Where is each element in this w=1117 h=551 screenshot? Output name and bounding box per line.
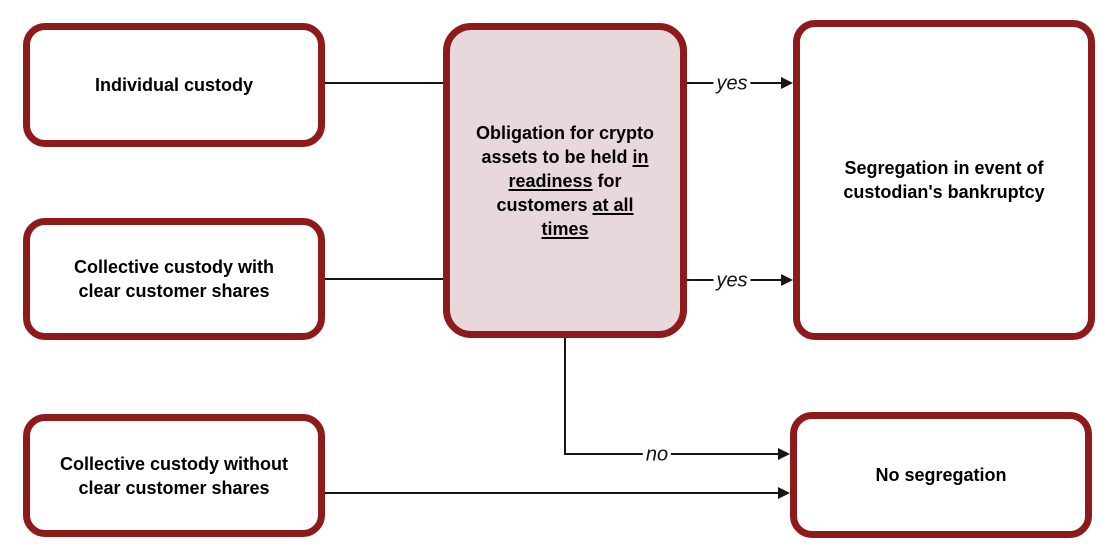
node-no-segregation-outcome-label: No segregation — [875, 465, 1007, 485]
arrowhead-icon — [781, 77, 793, 89]
edge-yes-bottom-label: yes — [713, 269, 751, 293]
edge-no-horizontal-line — [564, 453, 780, 455]
edge-collective-without-to-no-segregation — [325, 492, 780, 494]
node-individual-custody: Individual custody — [23, 23, 325, 147]
arrowhead-icon — [778, 487, 790, 499]
edge-individual-to-obligation — [325, 82, 443, 84]
node-individual-custody-label: Individual custody — [94, 75, 254, 95]
edge-yes-top-label: yes — [713, 72, 751, 96]
edge-no-label: no — [642, 443, 672, 467]
arrowhead-icon — [778, 448, 790, 460]
arrowhead-icon — [781, 274, 793, 286]
node-no-segregation-outcome: No segregation — [790, 412, 1092, 538]
edge-no-vertical-line — [564, 338, 566, 455]
edge-collective-with-to-obligation — [325, 278, 443, 280]
